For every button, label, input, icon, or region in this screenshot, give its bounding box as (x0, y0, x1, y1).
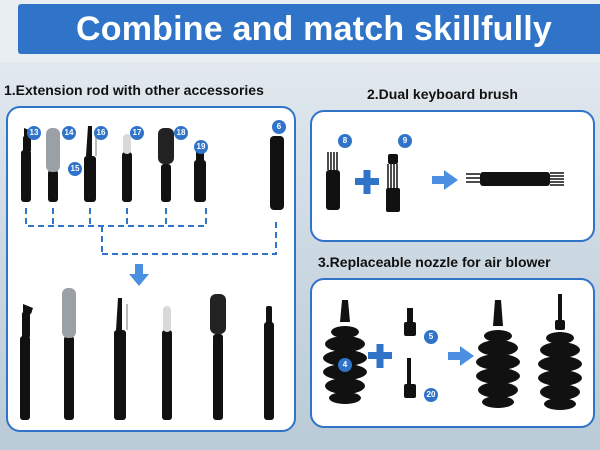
brush-9-icon (386, 154, 400, 212)
brush-8-icon (326, 152, 340, 210)
banner: Combine and match skillfully (0, 0, 600, 62)
badge-14: 14 (62, 126, 76, 140)
badge-8: 8 (338, 134, 352, 148)
panel-extension-rod: 13 14 15 16 17 18 19 6 (6, 106, 296, 432)
extension-rod-illustration (20, 126, 284, 420)
plus-icon (355, 170, 379, 194)
accessory-14-sponge-head-icon (46, 128, 60, 202)
extension-rod-6-icon (270, 136, 284, 210)
badge-20: 20 (424, 388, 438, 402)
assembled-rod-16-icon (114, 298, 128, 420)
badge-6: 6 (272, 120, 286, 134)
right-arrow-icon-2 (448, 346, 474, 366)
accessory-16-metal-pick-icon (84, 126, 97, 202)
badge-17: 17 (130, 126, 144, 140)
assembled-blower-right-icon (538, 294, 582, 410)
badge-5: 5 (424, 330, 438, 344)
accessory-17-cotton-tip-icon (122, 134, 132, 202)
section-3-title: 3.Replaceable nozzle for air blower (318, 254, 551, 270)
assembled-rod-14-icon (62, 288, 76, 420)
banner-bar (18, 4, 600, 54)
right-arrow-icon (432, 170, 458, 190)
air-blower-4-icon (323, 300, 367, 404)
accessory-18-spiral-brush-icon (158, 128, 174, 202)
assembled-blower-left-icon (476, 300, 520, 408)
badge-9: 9 (398, 134, 412, 148)
badge-16: 16 (94, 126, 108, 140)
plus-icon-2 (368, 344, 392, 368)
panel-keyboard-brush: 8 9 (310, 110, 595, 242)
badge-19: 19 (194, 140, 208, 154)
down-arrow-icon (129, 264, 149, 286)
dual-brush-assembled-icon (466, 172, 564, 186)
section-2-title: 2.Dual keyboard brush (367, 86, 518, 102)
assembled-rod-19-icon (264, 306, 274, 420)
dashed-connector-lines (25, 208, 277, 255)
nozzle-20-icon (404, 358, 416, 398)
air-blower-illustration (323, 294, 582, 410)
assembled-rod-17-icon (162, 306, 172, 420)
banner-title: Combine and match skillfully (75, 10, 553, 48)
badge-4: 4 (338, 358, 352, 372)
badge-13: 13 (27, 126, 41, 140)
assembled-rod-13-icon (20, 304, 33, 420)
badge-15: 15 (68, 162, 82, 176)
section-1-title: 1.Extension rod with other accessories (4, 82, 264, 98)
nozzle-5-icon (404, 308, 416, 336)
assembled-rod-18-icon (210, 294, 226, 420)
badge-18: 18 (174, 126, 188, 140)
panel-air-blower-nozzle: 4 5 20 (310, 278, 595, 428)
keyboard-brush-illustration (326, 152, 564, 212)
